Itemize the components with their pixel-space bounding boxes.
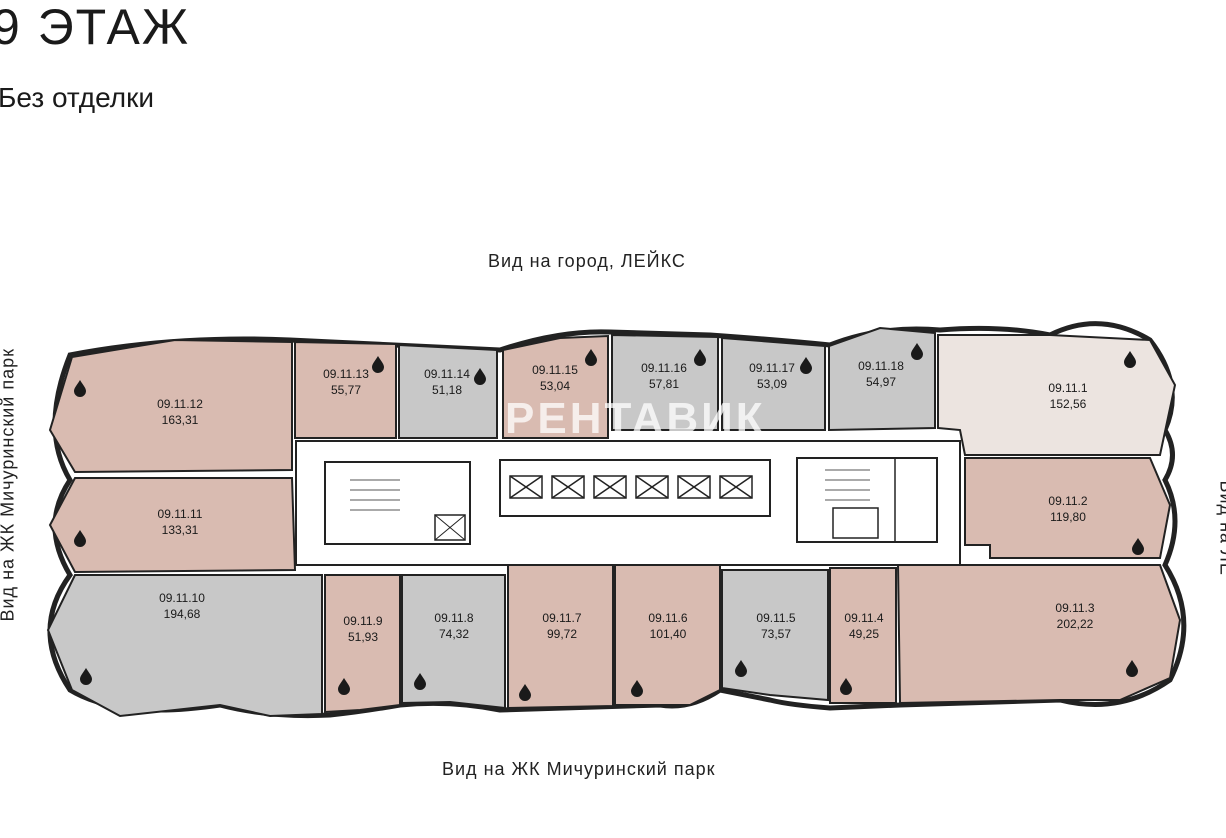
unit-id-label: 09.11.10 bbox=[159, 591, 205, 605]
unit-area-label: 73,57 bbox=[761, 627, 791, 641]
view-label-top: Вид на город, ЛЕЙКС bbox=[488, 251, 686, 271]
unit-id-label: 09.11.18 bbox=[858, 359, 904, 373]
unit-09-11-9[interactable] bbox=[324, 574, 401, 714]
unit-area-label: 99,72 bbox=[547, 627, 577, 641]
unit-09-11-17[interactable] bbox=[721, 336, 826, 431]
unit-09-11-14[interactable] bbox=[398, 343, 498, 439]
unit-area-label: 194,68 bbox=[164, 607, 201, 621]
unit-area-label: 53,09 bbox=[757, 377, 787, 391]
unit-id-label: 09.11.16 bbox=[641, 361, 687, 375]
unit-area-label: 54,97 bbox=[866, 375, 896, 389]
unit-id-label: 09.11.9 bbox=[343, 614, 382, 628]
stair-block-left bbox=[324, 461, 471, 545]
watermark: РЕНТАВИК bbox=[505, 394, 766, 443]
unit-area-label: 202,22 bbox=[1057, 617, 1094, 631]
unit-09-11-7[interactable] bbox=[507, 542, 614, 710]
unit-area-label: 51,18 bbox=[432, 383, 462, 397]
unit-09-11-16[interactable] bbox=[611, 333, 719, 431]
unit-09-11-10[interactable] bbox=[46, 574, 323, 718]
unit-id-label: 09.11.8 bbox=[434, 611, 473, 625]
unit-area-label: 51,93 bbox=[348, 630, 378, 644]
unit-id-label: 09.11.1 bbox=[1048, 381, 1087, 395]
unit-area-label: 53,04 bbox=[540, 379, 570, 393]
unit-area-label: 57,81 bbox=[649, 377, 679, 391]
unit-09-11-3[interactable] bbox=[896, 564, 1182, 705]
unit-area-label: 101,40 bbox=[650, 627, 687, 641]
unit-id-label: 09.11.5 bbox=[756, 611, 795, 625]
unit-09-11-13[interactable] bbox=[294, 340, 397, 439]
unit-09-11-18[interactable] bbox=[828, 326, 936, 432]
unit-id-label: 09.11.13 bbox=[323, 367, 369, 381]
unit-id-label: 09.11.11 bbox=[158, 507, 203, 521]
unit-id-label: 09.11.6 bbox=[648, 611, 687, 625]
unit-id-label: 09.11.7 bbox=[542, 611, 581, 625]
building-core bbox=[295, 440, 961, 566]
unit-09-11-4[interactable] bbox=[829, 567, 897, 704]
unit-09-11-5[interactable] bbox=[721, 569, 829, 702]
unit-id-label: 09.11.17 bbox=[749, 361, 795, 375]
unit-09-11-1[interactable] bbox=[937, 334, 1177, 456]
unit-id-label: 09.11.15 bbox=[532, 363, 578, 377]
unit-area-label: 74,32 bbox=[439, 627, 469, 641]
unit-id-label: 09.11.2 bbox=[1048, 494, 1087, 508]
unit-09-11-8[interactable] bbox=[401, 574, 506, 710]
unit-area-label: 55,77 bbox=[331, 383, 361, 397]
unit-09-11-2[interactable] bbox=[964, 457, 1172, 559]
unit-09-11-11[interactable] bbox=[48, 477, 297, 574]
unit-id-label: 09.11.12 bbox=[157, 397, 203, 411]
unit-area-label: 133,31 bbox=[162, 523, 199, 537]
floor-title: 9 ЭТАЖ bbox=[0, 0, 191, 55]
unit-area-label: 152,56 bbox=[1050, 397, 1087, 411]
unit-09-11-12[interactable] bbox=[48, 338, 293, 474]
unit-area-label: 119,80 bbox=[1050, 510, 1086, 524]
unit-09-11-15[interactable] bbox=[502, 334, 609, 439]
unit-area-label: 49,25 bbox=[849, 627, 879, 641]
unit-id-label: 09.11.3 bbox=[1055, 601, 1094, 615]
unit-area-label: 163,31 bbox=[162, 413, 199, 427]
view-label-bottom: Вид на ЖК Мичуринский парк bbox=[442, 759, 716, 779]
finish-subtitle: Без отделки bbox=[0, 82, 155, 113]
unit-id-label: 09.11.14 bbox=[424, 367, 470, 381]
unit-id-label: 09.11.4 bbox=[844, 611, 883, 625]
elevator-block bbox=[499, 459, 771, 517]
